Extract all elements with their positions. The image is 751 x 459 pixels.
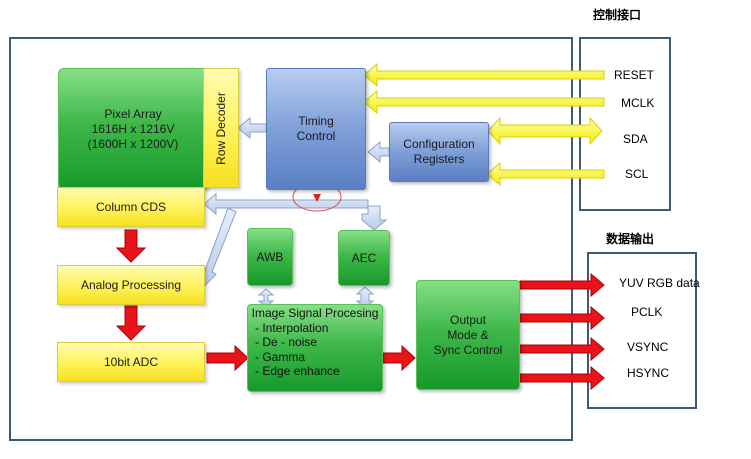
isp-item-interpolation: - Interpolation: [255, 320, 329, 335]
signal-sda: SDA: [623, 132, 648, 146]
isp-item-denoise: - De - noise: [255, 335, 318, 349]
column-cds-block: Column CDS: [57, 187, 205, 227]
aec-to-column-cds-bus: [361, 205, 388, 231]
scl-arrow: [486, 161, 605, 187]
bus-to-analog-arrow: [200, 207, 237, 290]
down-arrow-marker: [313, 194, 321, 202]
main-frame: [9, 37, 573, 441]
signal-mclk: MCLK: [621, 96, 655, 110]
hsync-output-arrow: [519, 365, 605, 391]
image-signal-processing-block: [247, 304, 383, 392]
pixel-array-size: 1616H x 1216V: [91, 121, 175, 136]
aec-block: AEC: [338, 230, 390, 286]
config-registers-line1: Configuration: [403, 137, 475, 151]
row-decoder-block: Row Decoder: [203, 68, 239, 188]
signal-reset: RESET: [614, 68, 655, 82]
pixel-array-active: (1600H x 1200V): [87, 136, 179, 151]
isp-to-output-arrow: [382, 344, 416, 372]
configuration-registers-block: Configuration Registers: [389, 122, 489, 182]
signal-hsync: HSYNC: [627, 366, 670, 380]
timing-to-row-decoder-arrow: [237, 116, 267, 140]
timing-control-line1: Timing: [298, 114, 334, 128]
sda-arrow: [487, 116, 603, 146]
adc-block: 10bit ADC: [57, 342, 205, 382]
awb-block: AWB: [247, 228, 293, 286]
pixel-array-block: Pixel Array 1616H x 1216V (1600H x 1200V…: [58, 68, 208, 190]
analog-processing-label: Analog Processing: [80, 277, 182, 292]
config-registers-line2: Registers: [413, 152, 465, 166]
output-mode-block: Output Mode & Sync Control: [416, 280, 520, 390]
signal-scl: SCL: [625, 167, 649, 181]
adc-to-isp-arrow: [206, 344, 249, 372]
output-mode-line3: Sync Control: [433, 342, 503, 357]
column-cds-label: Column CDS: [95, 199, 167, 214]
signal-vsync: VSYNC: [627, 340, 669, 354]
row-decoder-label: Row Decoder: [213, 91, 228, 165]
timing-control-block: Timing Control: [266, 68, 366, 190]
analog-to-adc-arrow: [115, 305, 147, 341]
output-mode-line2: Mode &: [447, 327, 489, 342]
isp-text: Image Signal Procesing - Interpolation -…: [249, 306, 381, 379]
awb-label: AWB: [256, 249, 284, 264]
adc-label: 10bit ADC: [103, 354, 159, 369]
column-cds-to-analog-arrow: [115, 229, 147, 263]
isp-item-gamma: - Gamma: [255, 349, 306, 364]
config-to-timing-arrow: [367, 140, 390, 164]
data-output-frame: [587, 252, 697, 409]
signal-yuv-rgb-data: YUV RGB data: [619, 276, 700, 290]
isp-title: Image Signal Procesing: [251, 306, 379, 320]
signal-pclk: PCLK: [631, 305, 663, 319]
control-interface-frame: [579, 37, 671, 211]
data-output-header: 数据输出: [606, 232, 655, 246]
pclk-output-arrow: [519, 305, 605, 331]
analog-processing-block: Analog Processing: [57, 265, 205, 305]
aec-label: AEC: [351, 250, 377, 265]
isp-item-edge-enhance: - Edge enhance: [255, 364, 340, 378]
control-interface-header: 控制接口: [593, 8, 642, 22]
pixel-array-title: Pixel Array: [104, 106, 162, 121]
vsync-output-arrow: [519, 336, 605, 362]
output-mode-line1: Output: [449, 312, 487, 327]
column-cds-bus-arrow: [203, 192, 369, 216]
mclk-arrow: [363, 89, 605, 115]
timing-control-line2: Control: [296, 129, 336, 143]
reset-arrow: [363, 62, 605, 88]
yuv-output-arrow: [519, 272, 605, 298]
